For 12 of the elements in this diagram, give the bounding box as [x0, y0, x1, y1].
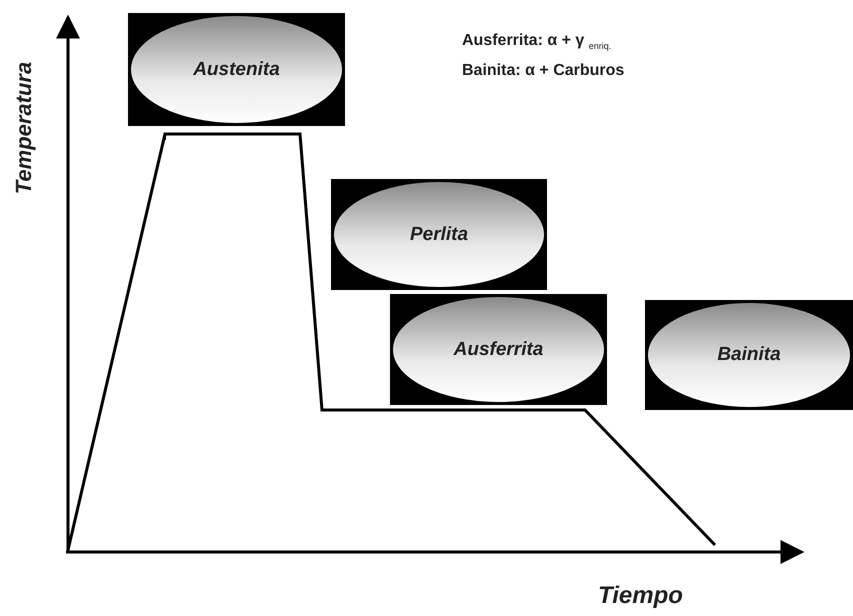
ellipse-box: [331, 179, 547, 290]
ellipse-box: [390, 294, 607, 405]
ellipse-box: [645, 300, 853, 410]
node-label: Austenita: [192, 58, 281, 80]
axis-title: Temperatura: [11, 62, 38, 194]
legend-note: Bainita: α + Carburos: [462, 62, 624, 80]
axis-title: Tiempo: [598, 582, 683, 610]
node-label: Bainita: [716, 344, 782, 366]
node-label: Perlita: [408, 224, 470, 246]
ellipse-box: [128, 13, 345, 126]
legend-note: Ausferrita: α + γ $_{enriq.}$: [462, 32, 612, 52]
node-label: Ausferrita: [452, 338, 544, 360]
